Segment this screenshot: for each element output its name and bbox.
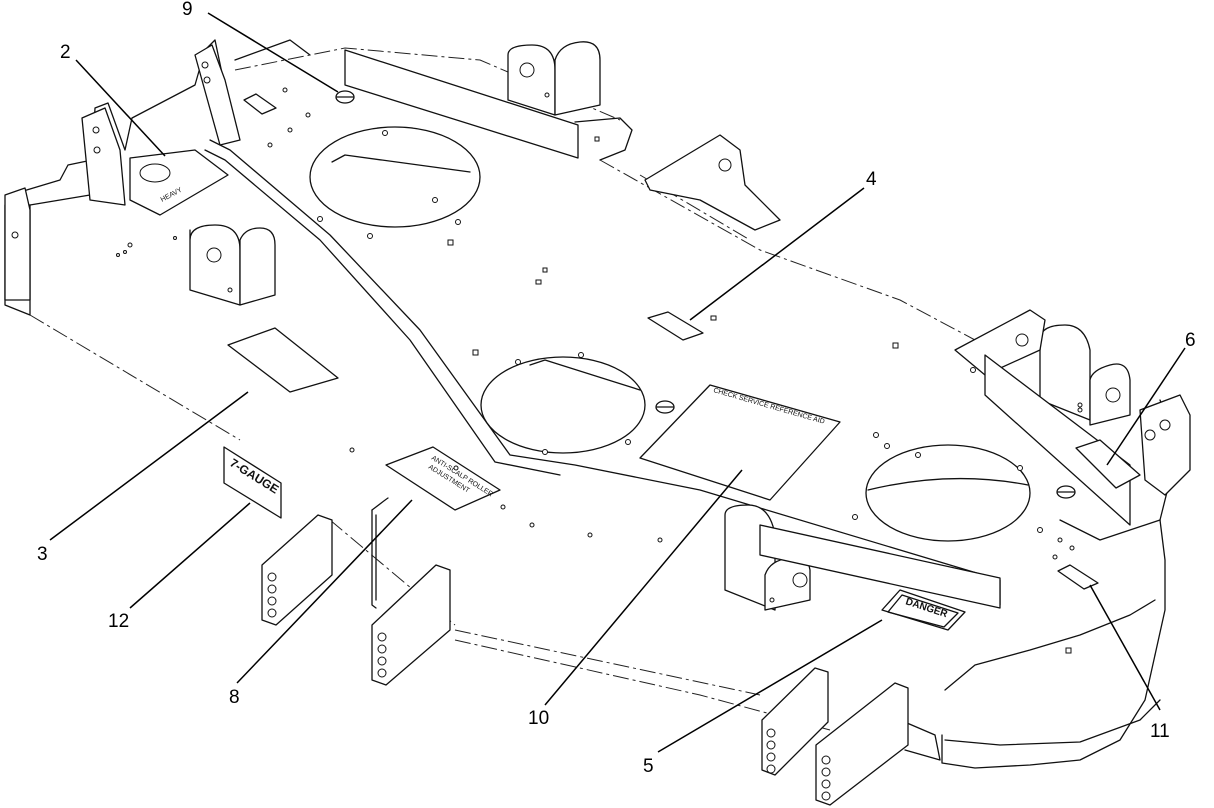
roller-adjustment-decal: ANTI-SCALP ROLLER ADJUSTMENT <box>385 446 501 511</box>
round-plug-right <box>1056 485 1076 499</box>
blank-decal <box>227 327 339 393</box>
blade-opening-center <box>480 356 646 454</box>
callout-10: 10 <box>528 708 549 729</box>
height-plate-1 <box>261 514 333 626</box>
leader-12 <box>129 502 251 609</box>
mounting-bracket-rear-right <box>1039 324 1131 426</box>
callout-9: 9 <box>182 0 193 20</box>
raised-strip-front <box>759 524 1001 609</box>
height-plate-3 <box>761 667 829 776</box>
leader-8 <box>236 499 413 684</box>
raised-strip-rear <box>344 49 579 159</box>
mounting-bracket-rear-left <box>507 41 601 116</box>
callout-8: 8 <box>229 687 240 708</box>
height-plate-4 <box>815 682 909 806</box>
small-label-decal <box>1057 564 1099 590</box>
round-plug-center <box>655 400 675 414</box>
deck-holes <box>116 87 1083 654</box>
rear-flange-bracket-3 <box>1139 394 1191 496</box>
raised-strip-right <box>984 354 1131 526</box>
callout-12: 12 <box>108 611 129 632</box>
leader-11 <box>1089 584 1161 711</box>
mounting-bracket-left <box>189 224 276 306</box>
height-plate-2 <box>371 564 451 686</box>
callout-4: 4 <box>866 169 877 190</box>
callout-leaders <box>49 12 1186 753</box>
service-reference-decal: CHECK SERVICE REFERENCE AID <box>639 384 841 501</box>
leader-6 <box>1106 347 1186 466</box>
gauge-decal: 7-GAUGE <box>223 446 282 519</box>
leader-2 <box>75 59 166 157</box>
brand-decal: HEAVY <box>129 149 229 216</box>
leader-4 <box>689 187 865 321</box>
callout-5: 5 <box>643 756 654 777</box>
leader-10 <box>544 469 743 706</box>
callout-6: 6 <box>1185 330 1196 351</box>
leader-5 <box>657 619 883 753</box>
rear-flange-bracket-2 <box>954 309 1046 376</box>
curved-clip <box>371 497 389 609</box>
leader-9 <box>207 12 339 93</box>
blade-opening-left <box>309 126 481 228</box>
deck-outline <box>4 39 1176 769</box>
rear-flange-bracket-1 <box>644 134 781 231</box>
callout-11: 11 <box>1150 721 1170 742</box>
blade-opening-right <box>865 444 1031 542</box>
leader-3 <box>49 391 249 541</box>
round-plug-9 <box>335 90 355 104</box>
small-strip-decal <box>647 311 704 341</box>
small-label-decal-rear <box>243 93 277 115</box>
left-front-bracket <box>4 44 241 301</box>
callout-2: 2 <box>60 42 71 63</box>
callout-3: 3 <box>37 544 48 565</box>
callout-labels: 9 2 3 4 5 6 8 10 11 12 <box>37 0 1196 777</box>
